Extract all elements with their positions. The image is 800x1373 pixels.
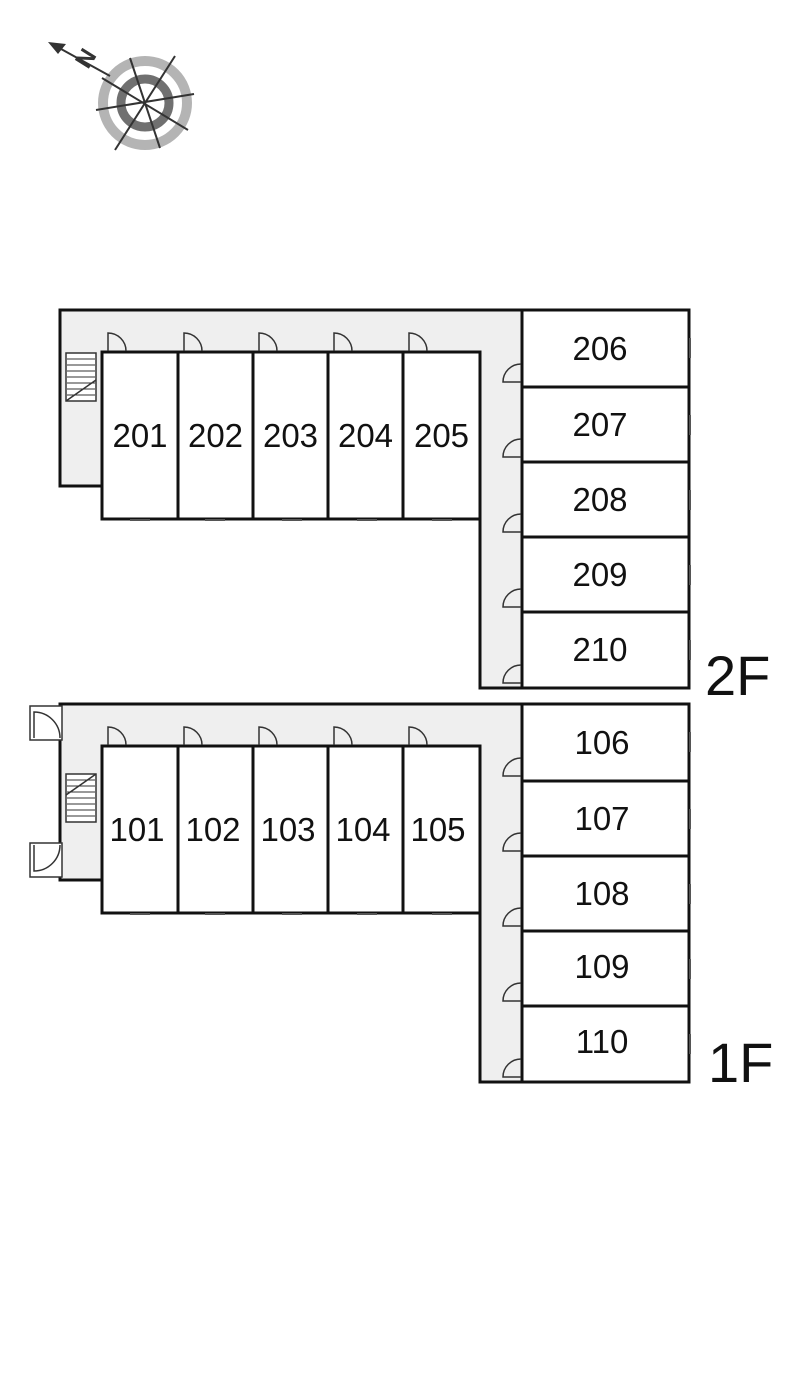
unit-label: 208 bbox=[572, 481, 627, 518]
door-icon bbox=[502, 757, 522, 1078]
unit-label: 207 bbox=[572, 406, 627, 443]
unit-label: 103 bbox=[260, 811, 315, 848]
unit-label: 209 bbox=[572, 556, 627, 593]
door-icon bbox=[107, 726, 428, 746]
unit-label: 205 bbox=[414, 417, 469, 454]
unit-202 bbox=[176, 350, 255, 521]
unit-label: 210 bbox=[572, 631, 627, 668]
compass-rose-icon: N bbox=[48, 42, 195, 151]
floor-label: 1F bbox=[708, 1031, 773, 1094]
stair-icon bbox=[65, 352, 97, 402]
unit-label: 105 bbox=[410, 811, 465, 848]
unit-label: 107 bbox=[574, 800, 629, 837]
compass-needle bbox=[101, 77, 189, 131]
unit-label: 206 bbox=[572, 330, 627, 367]
unit-label: 104 bbox=[335, 811, 390, 848]
door-icon bbox=[107, 332, 428, 352]
compass-inner-ring bbox=[116, 74, 174, 132]
unit-label: 203 bbox=[263, 417, 318, 454]
unit-label: 109 bbox=[574, 948, 629, 985]
stair-icon bbox=[65, 773, 97, 823]
unit-104 bbox=[326, 744, 405, 915]
unit-label: 102 bbox=[185, 811, 240, 848]
floor-2f: 201 202 203 204 205 206 207 208 209 210 … bbox=[58, 308, 770, 707]
door-icon bbox=[502, 363, 522, 684]
unit-210 bbox=[520, 610, 691, 690]
unit-108 bbox=[520, 854, 691, 933]
compass-outer-ring bbox=[98, 56, 192, 150]
unit-109 bbox=[520, 929, 691, 1008]
unit-103 bbox=[251, 744, 330, 915]
unit-106 bbox=[520, 702, 691, 783]
floor-label: 2F bbox=[705, 644, 770, 707]
floor-1f: 101 102 103 104 105 106 107 108 109 110 … bbox=[29, 702, 773, 1094]
unit-201 bbox=[100, 350, 180, 521]
unit-label: 201 bbox=[112, 417, 167, 454]
unit-110 bbox=[520, 1004, 691, 1084]
unit-label: 110 bbox=[576, 1023, 629, 1060]
unit-label: 204 bbox=[338, 417, 393, 454]
unit-label: 202 bbox=[188, 417, 243, 454]
entrance-door-icon bbox=[29, 842, 63, 878]
unit-label: 106 bbox=[574, 724, 629, 761]
north-arrow-head bbox=[48, 42, 66, 54]
unit-label: 108 bbox=[574, 875, 629, 912]
unit-label: 101 bbox=[109, 811, 164, 848]
entrance-door-icon bbox=[29, 705, 63, 741]
